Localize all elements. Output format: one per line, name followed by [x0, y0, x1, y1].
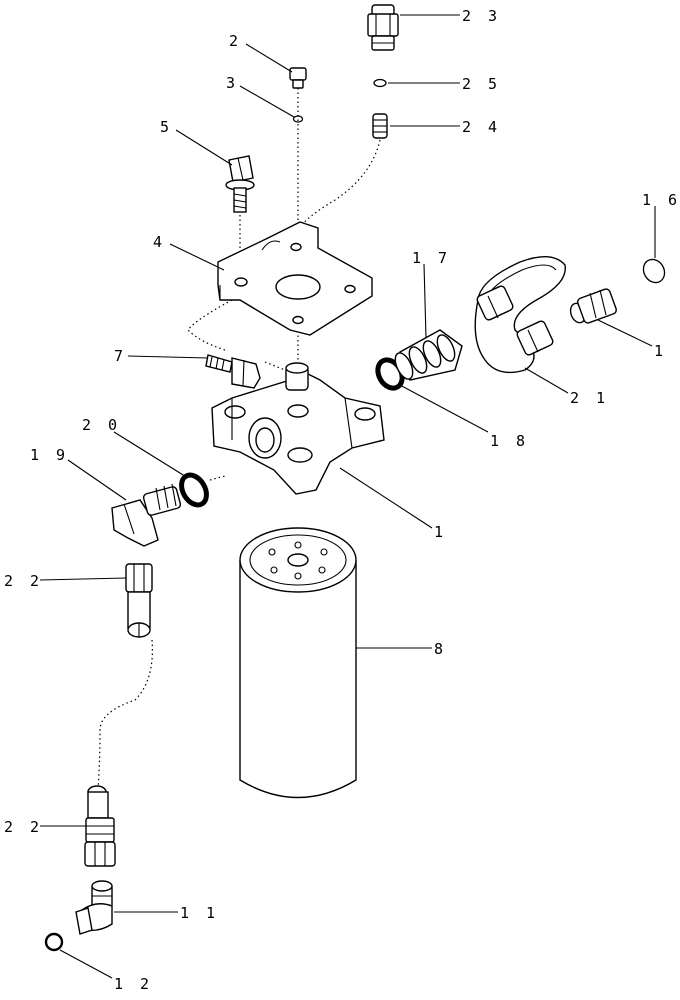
callout-20: 2 0: [82, 416, 121, 434]
part-8-filter-cartridge: [239, 527, 357, 799]
part-5-bolt: [225, 155, 255, 213]
callout-19: 1 9: [30, 446, 69, 464]
callout-17: 1 7: [412, 249, 451, 267]
callout-7: 7: [114, 347, 127, 365]
part-22-upper-fitting: [125, 563, 153, 638]
part-11-elbow: [75, 880, 113, 935]
callout-1: 1: [434, 523, 447, 541]
callout-labels: 2 3 2 5 2 4 2 3 5 4 7 1 6 1 7 1 5 2 1 1 …: [4, 7, 680, 993]
callout-2: 2: [229, 32, 242, 50]
callout-22-upper: 2 2: [4, 572, 43, 590]
callout-16: 1 6: [642, 191, 680, 209]
callout-8: 8: [434, 640, 447, 658]
part-24-fitting: [372, 113, 388, 139]
part-17-hose-fitting: [394, 329, 463, 381]
callout-25: 2 5: [462, 75, 501, 93]
callout-15: 1 5: [654, 342, 680, 360]
callout-24: 2 4: [462, 118, 501, 136]
callout-12: 1 2: [114, 975, 153, 993]
callout-23: 2 3: [462, 7, 501, 25]
callout-5: 5: [160, 118, 173, 136]
callout-4: 4: [153, 233, 166, 251]
callout-3: 3: [226, 74, 239, 92]
part-23-fitting: [367, 4, 399, 51]
part-22-lower-fitting: [84, 785, 116, 867]
part-12-o-ring: [44, 932, 64, 952]
part-21-hose-assembly: [474, 256, 566, 374]
callout-21: 2 1: [570, 389, 609, 407]
part-2-plug: [289, 67, 307, 89]
part-3-washer: [292, 115, 304, 123]
part-19-elbow-fitting: [111, 483, 182, 547]
part-20-o-ring: [179, 472, 209, 508]
part-15-fitting: [569, 288, 617, 324]
callout-11: 1 1: [180, 904, 219, 922]
part-25-o-ring: [373, 78, 387, 88]
part-1-filter-head: [211, 362, 385, 495]
callout-leader-lines: [39, 14, 656, 979]
callout-18: 1 8: [490, 432, 529, 450]
part-7-bolt: [205, 354, 261, 389]
callout-22-lower: 2 2: [4, 818, 43, 836]
part-16-o-ring: [642, 258, 666, 284]
part-4-bracket: [217, 221, 373, 336]
